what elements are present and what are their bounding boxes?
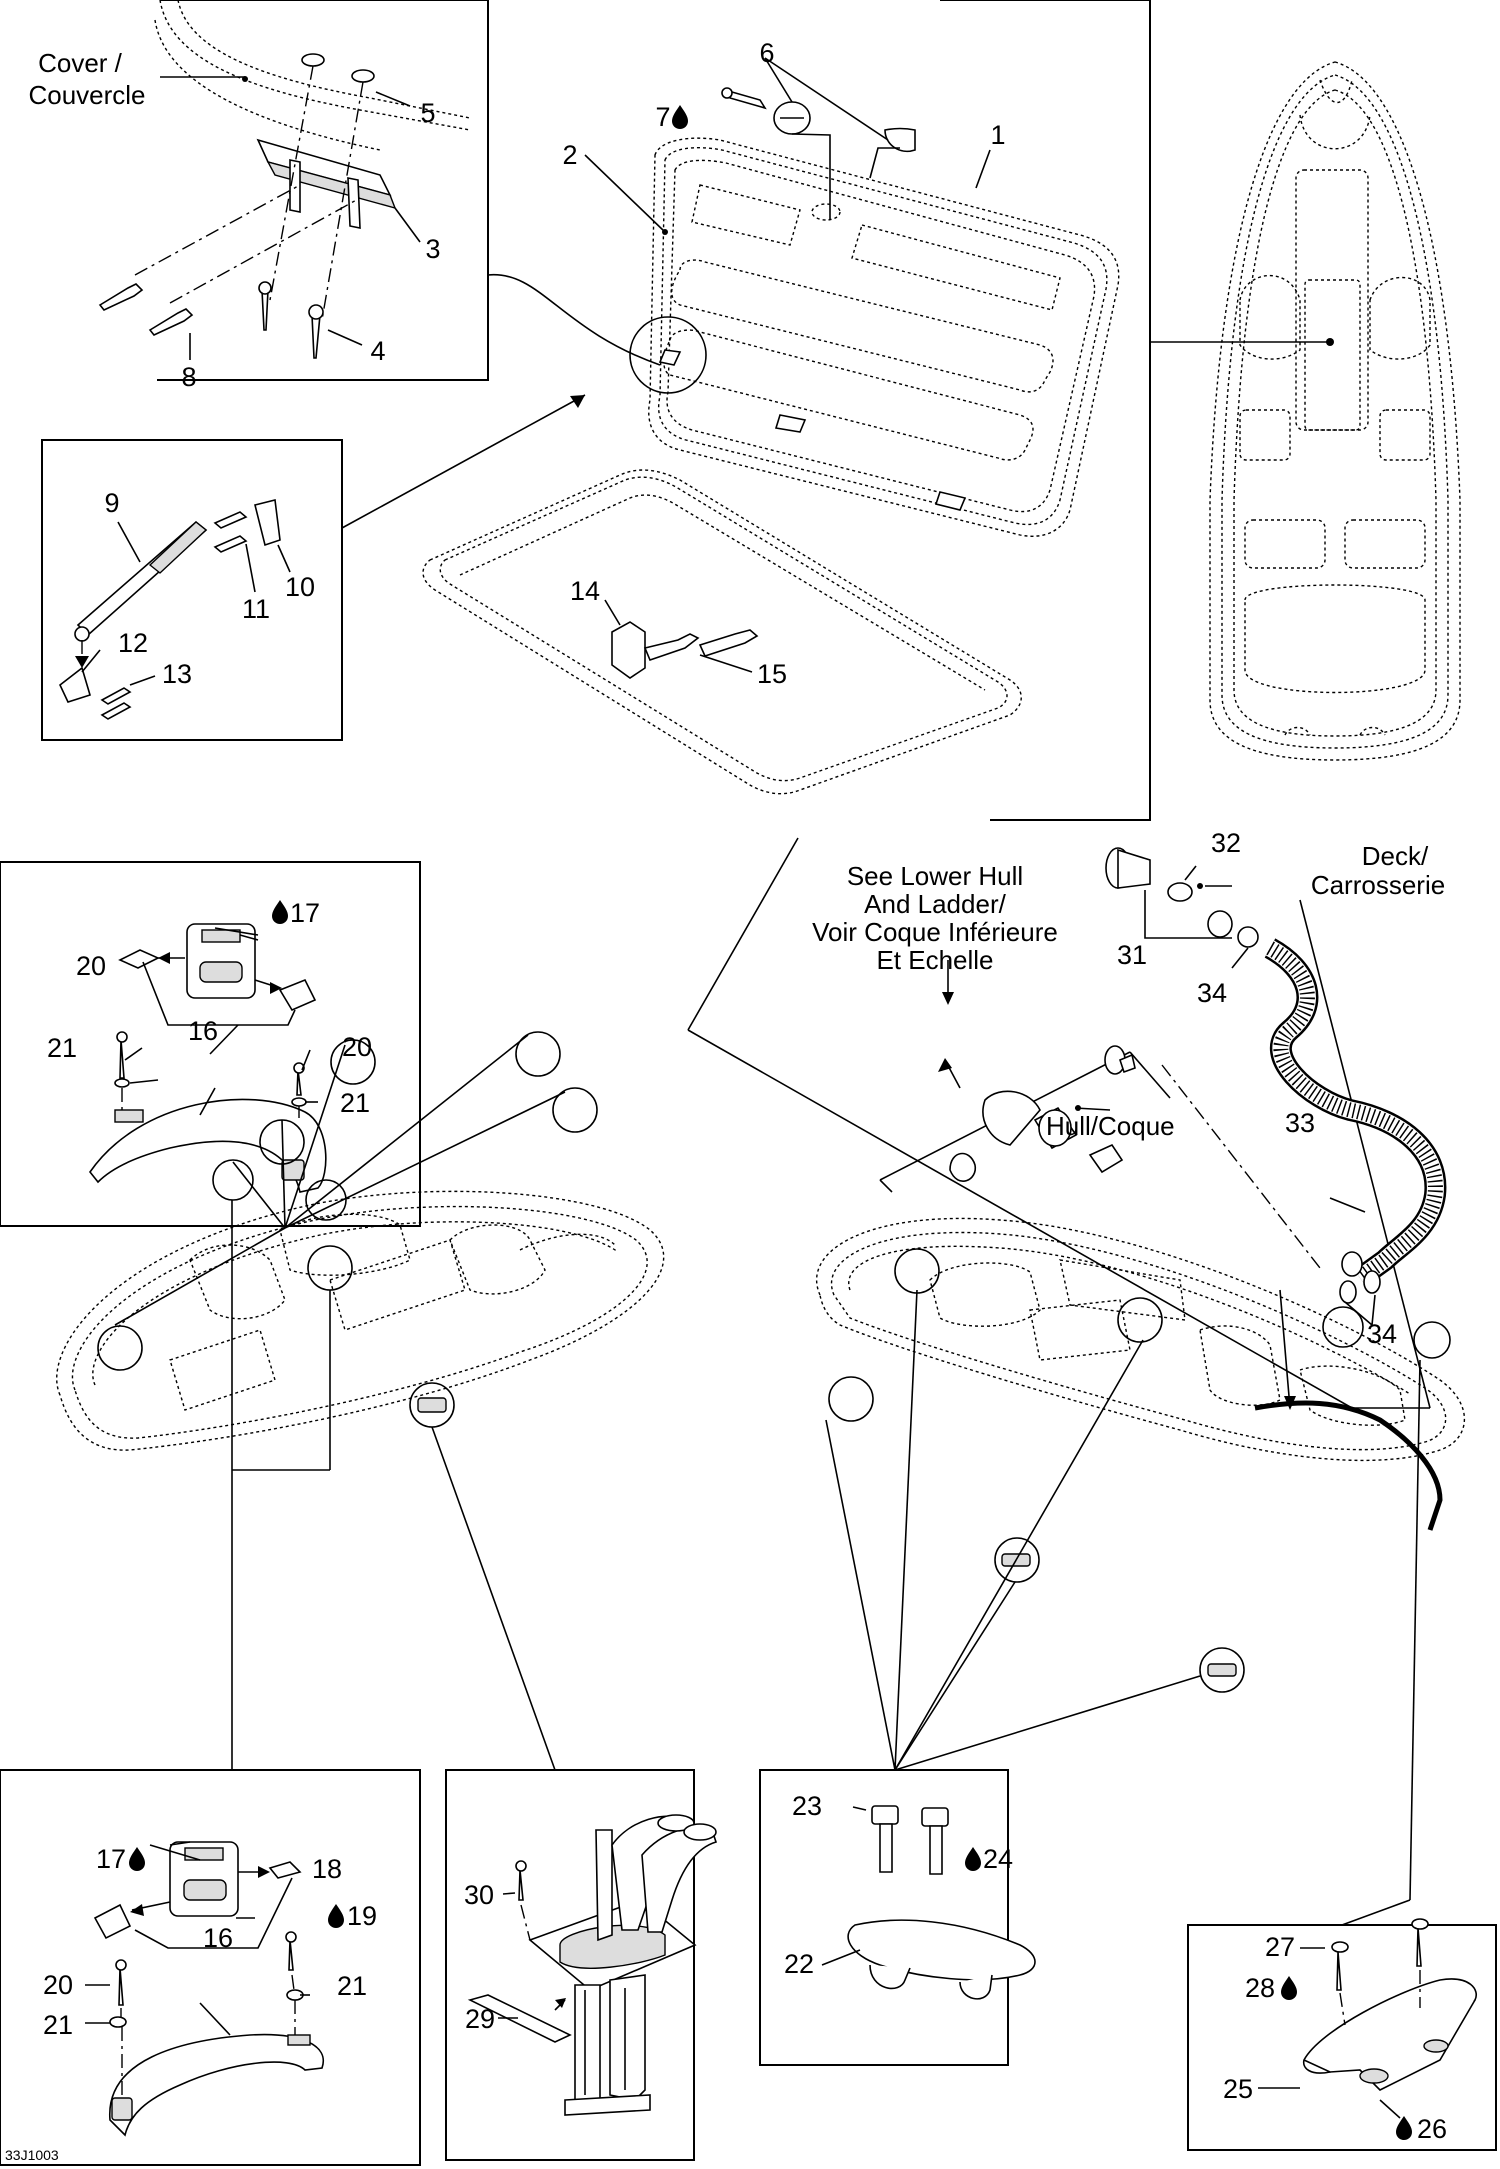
part-21-label-upper-left: 21 [47, 1033, 77, 1063]
part-34-label-lower: 34 [1367, 1319, 1397, 1349]
hull-note: Hull/Coque [1046, 1111, 1175, 1141]
part-9-label: 9 [104, 488, 119, 518]
lower-hull-note-line-3: Voir Coque Inférieure [812, 917, 1058, 947]
adhesive-drop-icon [1281, 1976, 1297, 2000]
part-16-label-lower: 16 [203, 1923, 233, 1953]
storage-bin [341, 394, 1022, 795]
part-32-label: 32 [1211, 828, 1241, 858]
part-17-label-lower: 17 [96, 1844, 126, 1874]
lower-hull-note-line-2: And Ladder/ [864, 889, 1006, 919]
gas-spring-group [59, 499, 291, 720]
part-20-label-upper-right: 20 [342, 1032, 372, 1062]
figure-code: 33J1003 [5, 2147, 59, 2163]
part-24-label: 24 [983, 1844, 1013, 1874]
part-3-label: 3 [425, 234, 440, 264]
part-2-label: 2 [562, 140, 577, 170]
part-29-label: 29 [465, 2004, 495, 2034]
lower-hull-note-line-1: See Lower Hull [847, 861, 1023, 891]
part-27-label: 27 [1265, 1932, 1295, 1962]
deck-note-line-1: Deck/ [1362, 841, 1429, 871]
part-28-label: 28 [1245, 1973, 1275, 2003]
part-14-label: 14 [570, 576, 600, 606]
part-23-label: 23 [792, 1791, 822, 1821]
part-33-label: 33 [1285, 1108, 1315, 1138]
cover-note-line-1: Cover / [38, 48, 123, 78]
part-20-label-lower: 20 [43, 1970, 73, 2000]
part-11-label: 11 [242, 594, 270, 624]
part-15-label: 15 [757, 659, 787, 689]
cover-hinge-group [98, 0, 471, 360]
adhesive-drop-icon [1396, 2116, 1412, 2140]
adhesive-drop-icons [129, 105, 1412, 2140]
adhesive-drop-icon [328, 1904, 344, 1928]
part-13-label: 13 [162, 659, 192, 689]
part-16-label-upper: 16 [188, 1016, 218, 1046]
adhesive-drop-icon [672, 105, 688, 129]
part-20-label-upper-left: 20 [76, 951, 106, 981]
part-25-label: 25 [1223, 2074, 1253, 2104]
adhesive-drop-icon [272, 900, 288, 924]
part-22-label: 22 [784, 1949, 814, 1979]
part-6-label: 6 [759, 38, 774, 68]
part-21-label-lower-left: 21 [43, 2010, 73, 2040]
part-17-label-upper: 17 [290, 898, 320, 928]
cleat-group [821, 1805, 1036, 2000]
part-7-label: 7 [655, 102, 670, 132]
drain-hose-group [687, 837, 1447, 1409]
throttle-shifter-group [467, 1814, 718, 2116]
part-26-label: 26 [1417, 2114, 1447, 2144]
note-labels: Cover / Couvercle See Lower Hull And Lad… [5, 48, 1445, 2163]
part-19-label: 19 [347, 1901, 377, 1931]
adhesive-drop-icon [129, 1847, 145, 1871]
boat-deck-view-left [56, 1031, 665, 1771]
cover-note-line-2: Couvercle [28, 80, 145, 110]
boat-top-view [1150, 61, 1461, 761]
boat-deck-view-right [815, 1217, 1466, 1926]
grab-handle-group-upper [89, 923, 327, 1193]
part-number-labels: 1 2 3 4 5 6 7 8 9 10 11 12 13 14 15 16 1… [43, 38, 1447, 2144]
part-10-label: 10 [285, 572, 315, 602]
deck-note-line-2: Carrosserie [1311, 870, 1445, 900]
part-21-label-lower-right: 21 [337, 1971, 367, 2001]
part-18-label: 18 [312, 1854, 342, 1884]
grab-handle-group-lower [85, 1841, 325, 2137]
lower-hull-note-line-4: Et Echelle [876, 945, 993, 975]
part-21-label-upper-right: 21 [340, 1088, 370, 1118]
part-1-label: 1 [990, 120, 1005, 150]
ladder-plate-group [1258, 1918, 1477, 2119]
part-4-label: 4 [370, 336, 385, 366]
part-30-label: 30 [464, 1880, 494, 1910]
part-34-label-upper: 34 [1197, 978, 1227, 1008]
part-12-label: 12 [118, 628, 148, 658]
adhesive-drop-icon [965, 1847, 981, 1871]
part-5-label: 5 [420, 98, 435, 128]
storage-cover [584, 57, 1120, 537]
part-31-label: 31 [1117, 940, 1147, 970]
part-8-label: 8 [181, 362, 196, 392]
hinge-bracket [256, 138, 397, 229]
